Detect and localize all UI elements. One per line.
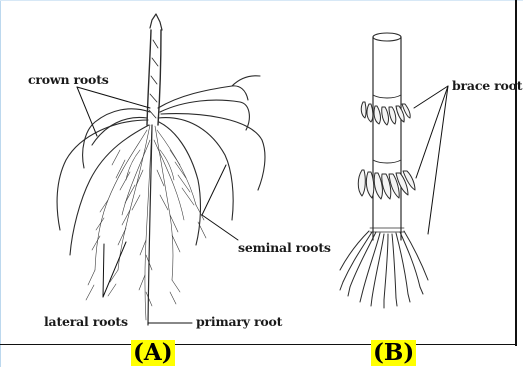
- stem-a: [147, 14, 162, 125]
- crown-roots-drawing: [57, 76, 265, 255]
- leader-lines-b: [414, 86, 448, 234]
- brace-root-system: [340, 33, 448, 308]
- corn-stalk: [373, 33, 401, 240]
- seminal-roots-label: seminal roots: [238, 240, 331, 255]
- brace-root-whorl-1: [361, 102, 410, 125]
- brace-root-whorl-3: [340, 228, 428, 308]
- crown-roots-label: crown roots: [28, 72, 109, 87]
- panel-label-a: (A): [131, 340, 175, 366]
- panel-label-b: (B): [371, 340, 416, 366]
- primary-root-drawing: [148, 125, 152, 325]
- brace-root-label: brace root: [452, 78, 522, 93]
- brace-root-whorl-2: [358, 170, 415, 199]
- fibrous-root-system: [57, 14, 265, 325]
- primary-root-label: primary root: [196, 314, 282, 329]
- lateral-roots-label: lateral roots: [44, 314, 128, 329]
